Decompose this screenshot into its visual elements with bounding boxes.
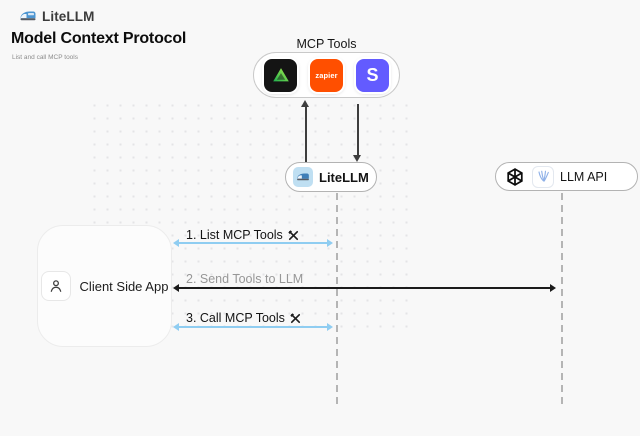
client-side-app-label: Client Side App: [79, 278, 169, 294]
train-icon: [20, 11, 36, 21]
arrowhead-up-icon: [301, 100, 310, 107]
green-triangle-tool-icon: [264, 58, 297, 92]
page-title: Model Context Protocol: [11, 30, 187, 47]
step2-label-row: 2. Send Tools to LLM: [186, 272, 303, 286]
step3-arrowhead-right-icon: [327, 323, 333, 331]
step1-arrowhead-right-icon: [327, 239, 333, 247]
person-icon: [40, 271, 71, 301]
step3-arrowhead-left-icon: [173, 323, 179, 331]
client-side-app-node: Client Side App: [37, 225, 172, 347]
llm-api-lifeline: [560, 193, 563, 408]
litellm-train-icon: [293, 167, 313, 187]
brand-name: LiteLLM: [42, 8, 95, 24]
step1-arrowhead-left-icon: [173, 239, 179, 247]
arrowhead-down-icon: [353, 155, 362, 162]
zapier-wordmark: zapier: [315, 70, 338, 80]
arrow-mcp-to-litellm: [357, 104, 359, 155]
brand: LiteLLM: [19, 7, 94, 25]
blue-strokes-provider-icon: [532, 165, 554, 188]
mcp-tools-node: zapier S: [253, 52, 400, 98]
step3-label: 3. Call MCP Tools: [186, 311, 285, 325]
llm-api-node: LLM API: [495, 162, 638, 191]
stripe-letter: S: [366, 64, 379, 85]
step3-label-row: 3. Call MCP Tools: [186, 311, 302, 325]
step2-arrowhead-right-icon: [550, 284, 556, 292]
mcp-tools-label: MCP Tools: [296, 37, 357, 51]
step1-arrow: [179, 242, 327, 244]
stripe-icon: S: [356, 58, 389, 92]
step2-label: 2. Send Tools to LLM: [186, 272, 304, 286]
step3-arrow: [179, 326, 327, 328]
litellm-lifeline: [335, 193, 338, 408]
hammer-wrench-icon: [290, 312, 300, 323]
llm-api-node-label: LLM API: [560, 169, 608, 184]
litellm-node: LiteLLM: [285, 162, 377, 192]
step2-arrowhead-left-icon: [173, 284, 179, 292]
step1-label: 1. List MCP Tools: [186, 228, 283, 242]
openai-icon: [507, 167, 523, 186]
step2-arrow: [179, 287, 550, 289]
hammer-wrench-icon: [288, 229, 298, 240]
step1-label-row: 1. List MCP Tools: [186, 228, 300, 242]
arrow-litellm-to-mcp: [305, 106, 307, 162]
page-subtitle: List and call MCP tools: [12, 54, 78, 61]
litellm-node-label: LiteLLM: [319, 169, 369, 185]
zapier-icon: zapier: [310, 58, 343, 92]
